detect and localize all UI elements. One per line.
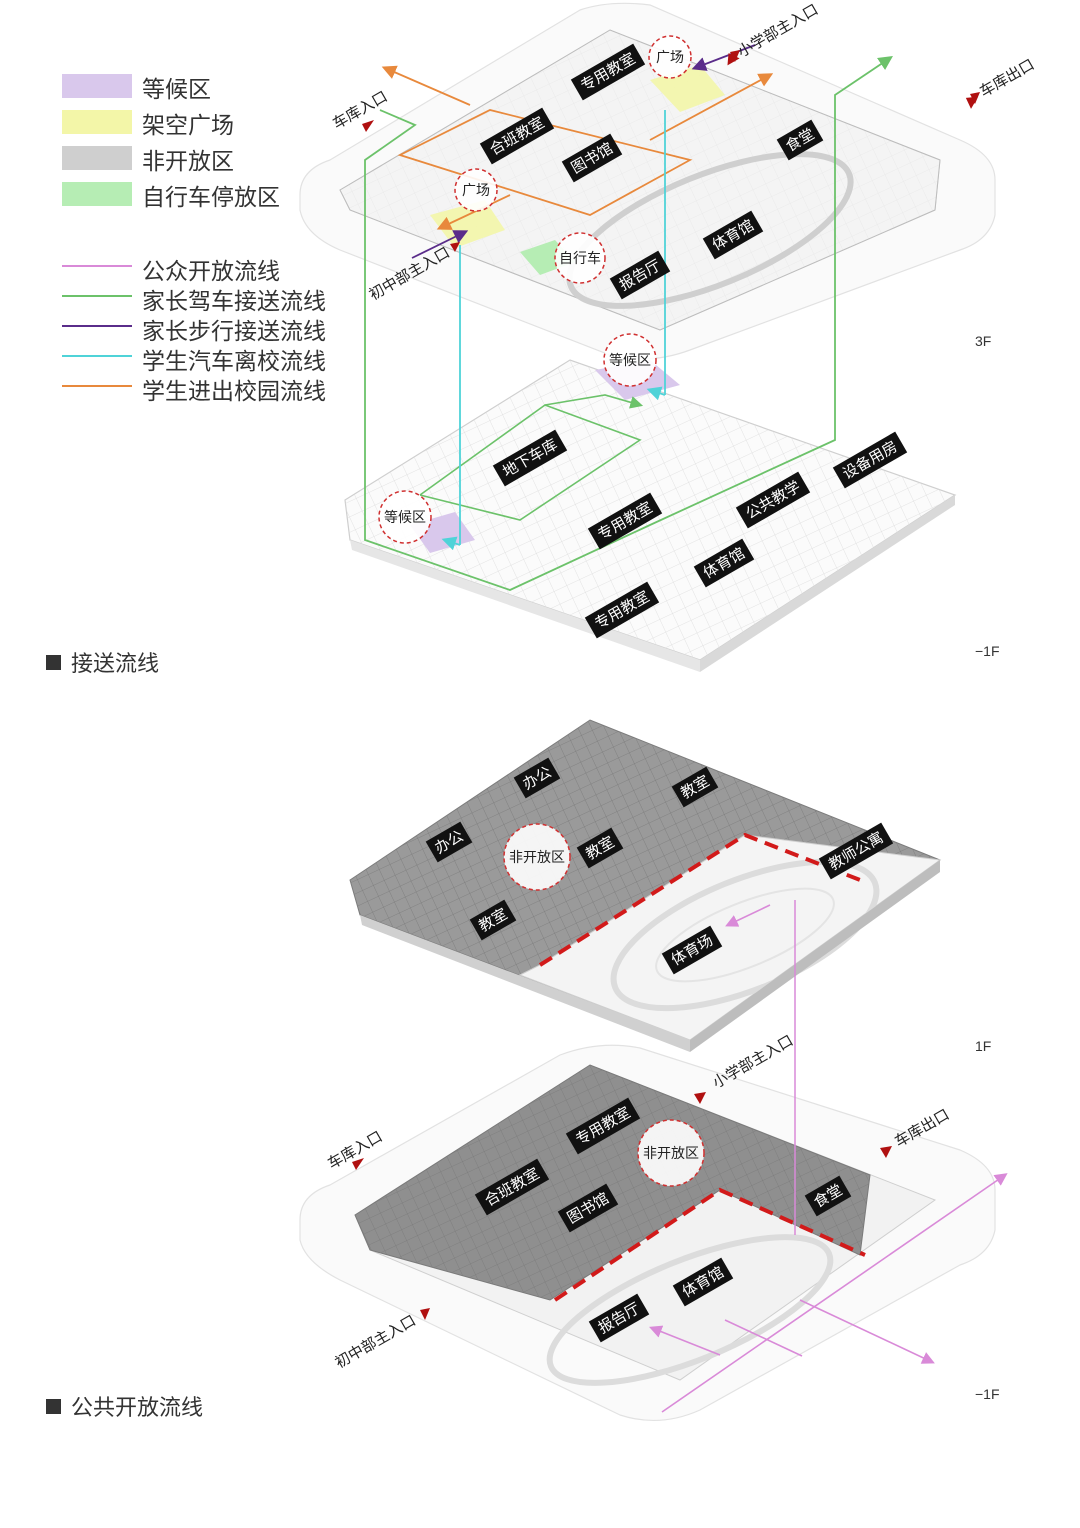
floor-label-1f: 1F: [975, 1038, 992, 1054]
flow-lines-public: [649, 900, 1008, 1413]
legend-line-swatch: [62, 385, 132, 387]
entry-marker-icon: [450, 242, 460, 252]
closed-boundary: [538, 832, 861, 967]
square-bullet-icon: [46, 654, 61, 670]
legend-line-parent-car: 家长驾车接送流线: [62, 280, 362, 314]
plaza-zone: [430, 200, 505, 248]
legend-line-swatch: [62, 325, 132, 327]
svg-text:初中部主入口: 初中部主入口: [332, 1312, 418, 1372]
square-bullet-icon: [46, 1398, 61, 1414]
entry-marker-icon: [694, 1092, 706, 1104]
section-title-pickup: 接送流线: [46, 646, 159, 678]
svg-text:等候区: 等候区: [609, 352, 651, 368]
legend-line-swatch: [62, 265, 132, 267]
circle-bike: 自行车: [554, 232, 606, 284]
svg-text:车库出口: 车库出口: [977, 56, 1037, 101]
legend-item-plaza: 架空广场: [62, 104, 362, 140]
closed-boundary: [553, 1187, 866, 1302]
legend-line-student-bus: 学生汽车离校流线: [62, 340, 362, 374]
circle-waiting-area: 等候区: [603, 333, 657, 387]
plate-b1-lower: [299, 1044, 996, 1422]
circle-closed-area: 非开放区: [503, 823, 571, 891]
floor-label-3f: 3F: [975, 333, 992, 349]
legend-swatch: [62, 110, 132, 134]
svg-text:广场: 广场: [656, 49, 684, 65]
entry-marker-icon: [352, 1158, 364, 1170]
plate-3f: [299, 2, 996, 360]
circle-waiting-area: 等候区: [378, 490, 432, 544]
legend-label: 非开放区: [142, 148, 234, 174]
section-title-text: 接送流线: [71, 651, 160, 676]
svg-text:自行车: 自行车: [559, 250, 601, 266]
entry-marker-icon: [362, 120, 374, 132]
floor-label-b1-upper: −1F: [975, 643, 1000, 659]
section-title-public: 公共开放流线: [46, 1390, 203, 1422]
legend-line-student-walk: 学生进出校园流线: [62, 370, 362, 404]
plate-1f: [349, 719, 942, 1052]
circle-plaza: 广场: [648, 35, 692, 79]
circle-closed-area: 非开放区: [637, 1119, 705, 1187]
legend-label: 家长步行接送流线: [142, 318, 326, 344]
legend-label: 等候区: [142, 76, 211, 102]
legend-label: 自行车停放区: [142, 184, 280, 210]
legend-line-swatch: [62, 355, 132, 357]
svg-text:非开放区: 非开放区: [643, 1145, 699, 1161]
legend-item-bike: 自行车停放区: [62, 176, 362, 212]
legend-line-parent-walk: 家长步行接送流线: [62, 310, 362, 344]
entry-marker-icon: [970, 92, 980, 104]
entry-garage-exit: 车库出口: [965, 56, 1037, 109]
section-title-text: 公共开放流线: [71, 1395, 204, 1420]
legend-swatch: [62, 182, 132, 206]
legend-item-waiting: 等候区: [62, 68, 362, 104]
legend-label: 家长驾车接送流线: [142, 288, 326, 314]
legend-label: 架空广场: [142, 112, 234, 138]
entry-marker-icon: [420, 1308, 430, 1320]
svg-text:等候区: 等候区: [384, 509, 426, 525]
flow-lines-pickup: [364, 44, 893, 591]
svg-text:小学部主入口: 小学部主入口: [735, 1, 821, 61]
floor-label-b1-lower: −1F: [975, 1386, 1000, 1402]
svg-text:小学部主入口: 小学部主入口: [710, 1032, 796, 1092]
legend-line-swatch: [62, 295, 132, 297]
svg-text:广场: 广场: [462, 182, 490, 198]
legend-swatch: [62, 74, 132, 98]
circle-plaza: 广场: [454, 168, 498, 212]
svg-text:非开放区: 非开放区: [509, 849, 565, 865]
entry-marker-icon: [880, 1146, 892, 1158]
legend-label: 学生进出校园流线: [142, 378, 326, 404]
legend-swatch: [62, 146, 132, 170]
entry-primary-main: 小学部主入口: [710, 1032, 796, 1092]
entry-marker-icon: [730, 50, 740, 62]
legend-line-public: 公众开放流线: [62, 250, 362, 284]
legend-label: 公众开放流线: [142, 258, 280, 284]
legend-label: 学生汽车离校流线: [142, 348, 326, 374]
legend-item-closed: 非开放区: [62, 140, 362, 176]
legend: 等候区 架空广场 非开放区 自行车停放区 公众开放流线 家长驾车接送流线 家长步…: [62, 68, 362, 404]
entry-middle-main: 初中部主入口: [332, 1312, 418, 1372]
